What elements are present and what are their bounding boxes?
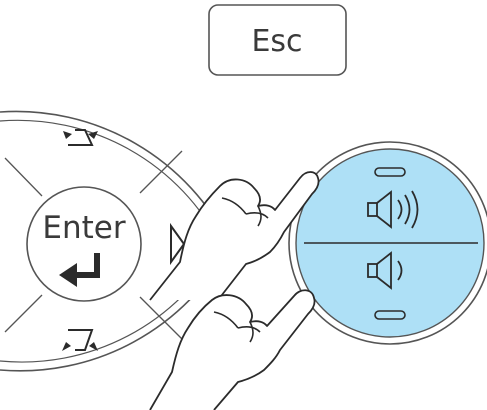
esc-button-label: Esc [251,24,302,59]
volume-up-icon [367,190,419,229]
keystone-up-icon[interactable] [63,129,98,146]
lower-hand-outline [149,289,316,410]
pad-divider-lower-left [4,294,43,333]
pointing-hand-icon [149,171,320,301]
pointing-hand-icon [149,289,316,410]
enter-button-label: Enter [42,210,125,246]
pad-divider-upper-right [139,150,183,194]
volume-button [288,141,487,345]
volume-down-icon [367,251,403,290]
enter-button[interactable]: Enter [26,186,142,302]
esc-button[interactable]: Esc [208,4,347,76]
pad-divider-upper-left [4,157,43,197]
volume-down-button[interactable] [367,251,406,320]
enter-return-icon [59,253,100,287]
pad-divider-lower-right [139,296,183,340]
keystone-down-icon[interactable] [62,329,98,351]
volume-up-button[interactable] [367,167,419,229]
right-arrow-icon[interactable] [170,222,186,266]
upper-hand-outline [149,171,320,301]
control-pad: Enter [0,110,231,372]
